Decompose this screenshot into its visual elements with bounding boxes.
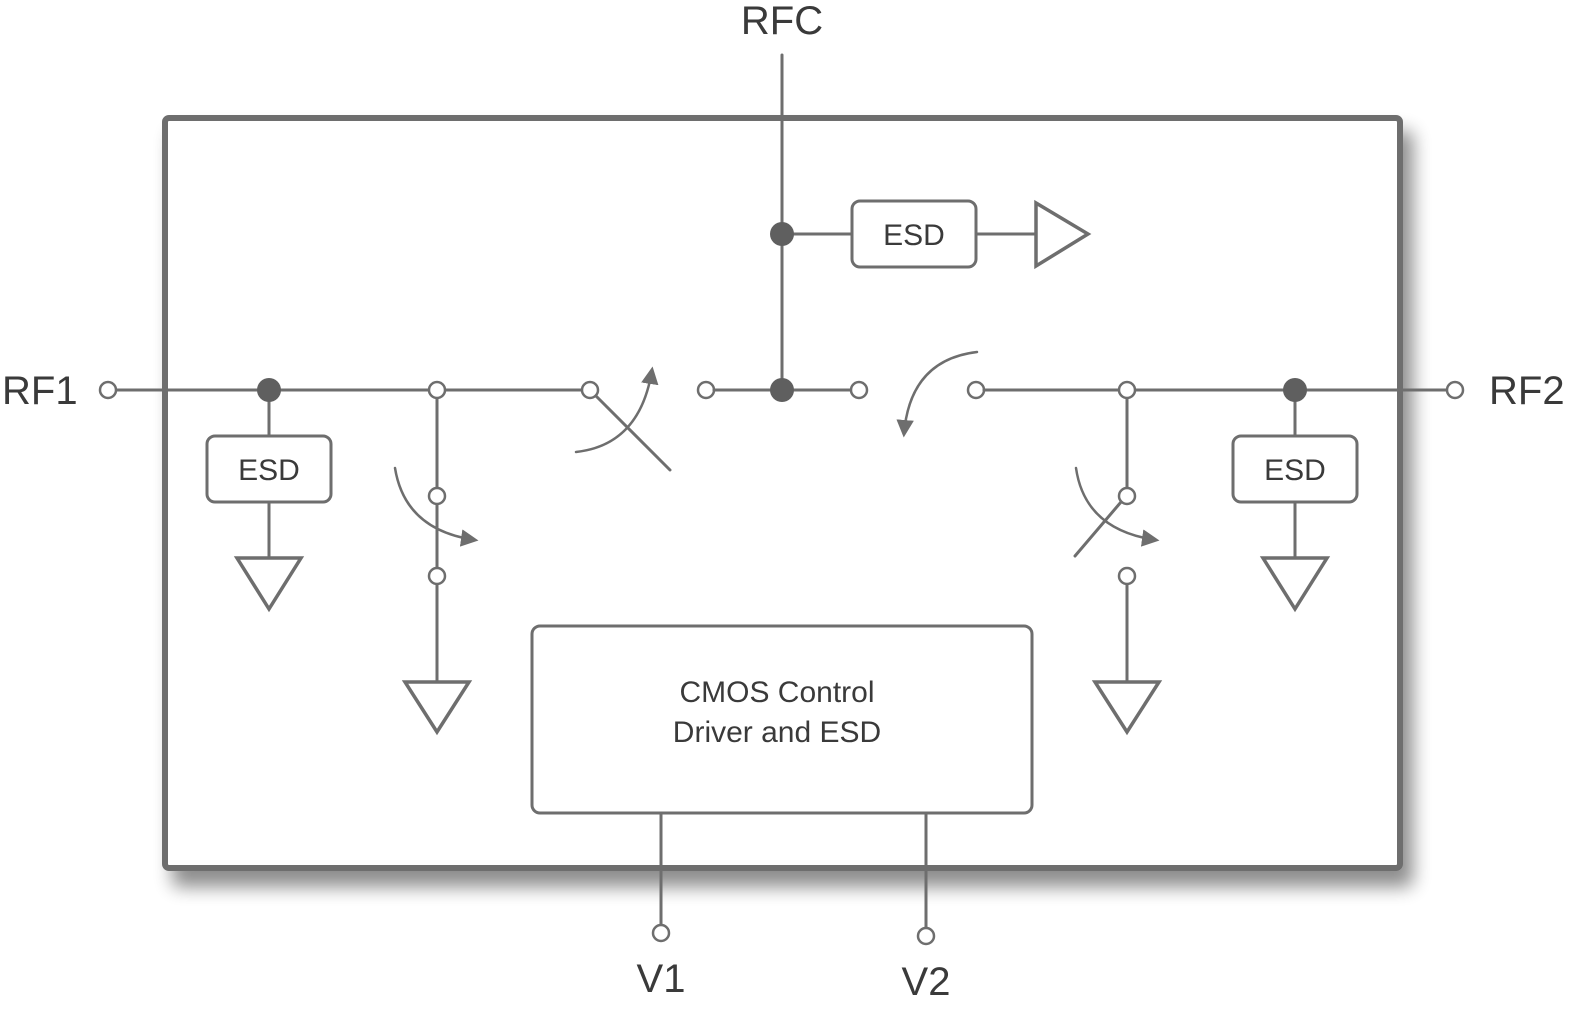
- rf1-shunt-arrow: [393, 466, 479, 547]
- rf2-shunt-arrow: [1074, 466, 1160, 547]
- rf1-series-contact: [580, 380, 600, 400]
- pin-rf2-label: RF2: [1489, 369, 1565, 413]
- rfc-left-contact: [696, 380, 716, 400]
- cmos-control-box: [530, 624, 1034, 815]
- rf1-esd-ground-symbol: [233, 556, 305, 613]
- top-ground-symbol: [1034, 199, 1092, 270]
- cmos-control-label-line2: Driver and ESD: [673, 716, 881, 749]
- rf2-series-contact: [966, 380, 986, 400]
- v1-terminal: [651, 923, 671, 943]
- rf2-shunt-contact-top: [1117, 486, 1137, 506]
- rf1-terminal: [98, 380, 118, 400]
- pin-v1-label: V1: [637, 957, 686, 1001]
- rf2-terminal: [1445, 380, 1465, 400]
- rfc-right-contact: [849, 380, 869, 400]
- top-esd-label: ESD: [883, 219, 945, 252]
- pin-rf1-label: RF1: [2, 369, 78, 413]
- rf2-shunt-switch-blade: [1073, 500, 1123, 558]
- rf1-junction: [257, 378, 281, 402]
- rf1-shunt-contact-bottom: [427, 566, 447, 586]
- rf1-series-arrow: [574, 366, 659, 454]
- rfc-esd-junction: [770, 222, 794, 246]
- rf1-series-switch-blade: [594, 394, 672, 472]
- rfc-junction: [770, 378, 794, 402]
- rf2-esd-label: ESD: [1264, 454, 1326, 487]
- rf2-shunt-ground-symbol: [1091, 680, 1163, 736]
- pin-v2-label: V2: [902, 960, 951, 1004]
- rf1-shunt-node: [427, 380, 447, 400]
- rf2-shunt-node: [1117, 380, 1137, 400]
- rf2-esd-ground-symbol: [1259, 556, 1331, 613]
- pin-rfc-label: RFC: [741, 0, 823, 43]
- rf2-series-arrow: [896, 350, 979, 438]
- cmos-control-label-line1: CMOS Control: [679, 676, 874, 709]
- rf1-shunt-ground-symbol: [401, 680, 473, 736]
- rf2-junction: [1283, 378, 1307, 402]
- rf1-esd-label: ESD: [238, 454, 300, 487]
- rf2-shunt-contact-bottom: [1117, 566, 1137, 586]
- rf1-shunt-contact-top: [427, 486, 447, 506]
- v2-terminal: [916, 926, 936, 946]
